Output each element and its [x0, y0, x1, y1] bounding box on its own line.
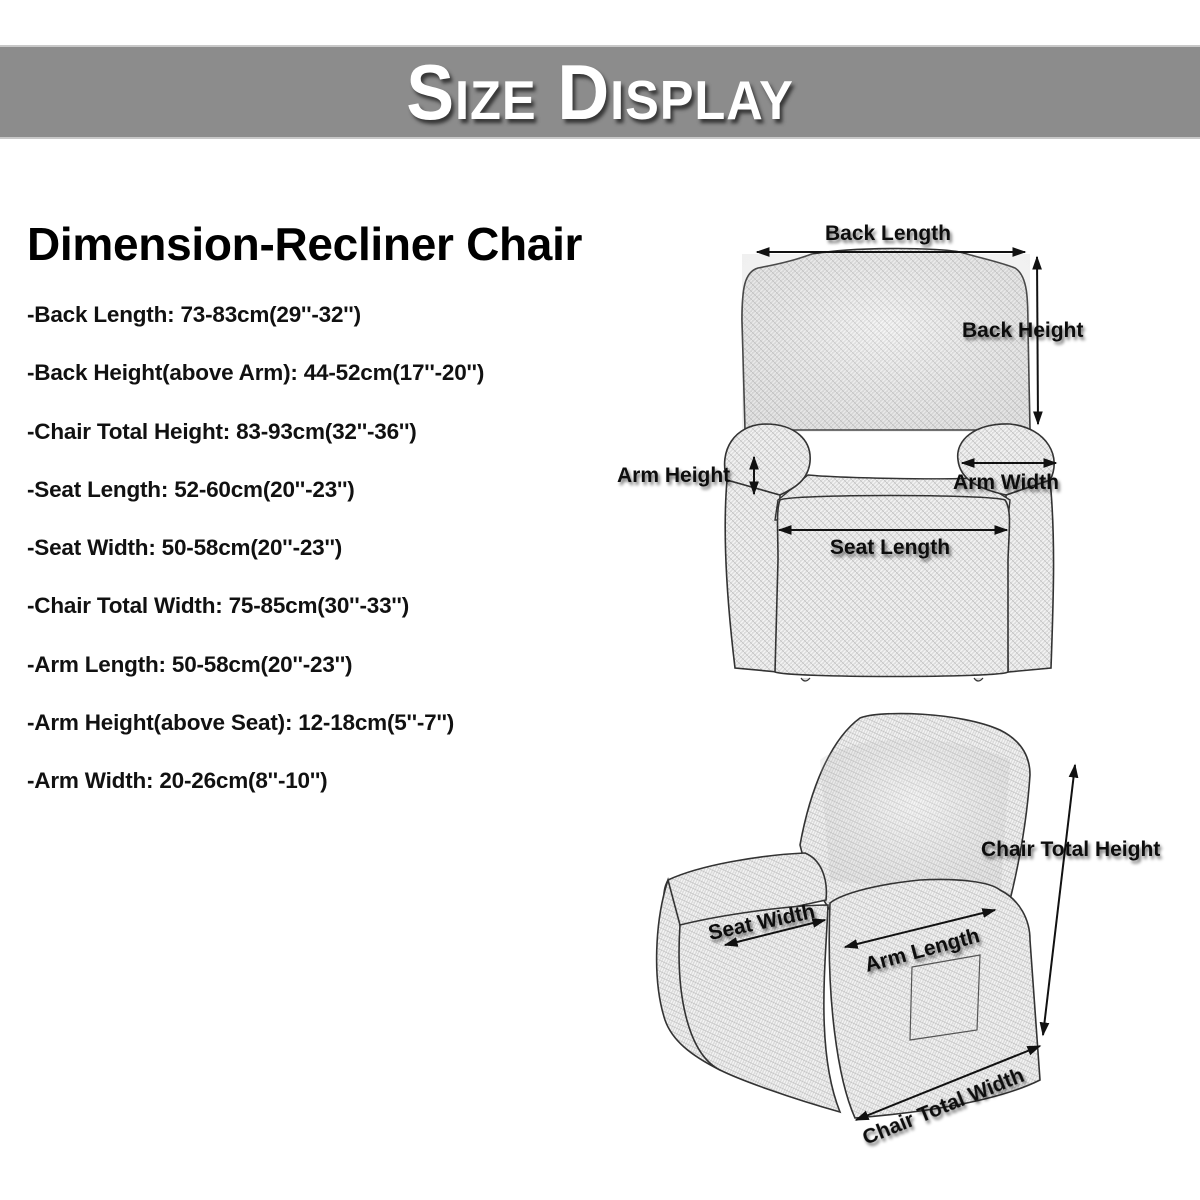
- front-dimension-arrows: [749, 247, 1058, 535]
- angled-view-chair: [655, 712, 1041, 1119]
- chair-total-height-arrow: [1039, 763, 1079, 1037]
- spec-arm-width: -Arm Width: 20-26cm(8''-10''): [27, 768, 328, 794]
- title-banner: Size Display: [0, 45, 1200, 139]
- spec-back-height: -Back Height(above Arm): 44-52cm(17''-20…: [27, 360, 485, 386]
- front-view-chair: [723, 247, 1055, 682]
- front-left-arm: [723, 423, 811, 496]
- spec-arm-height: -Arm Height(above Seat): 12-18cm(5''-7''…: [27, 710, 455, 736]
- front-right-side-panel: [1005, 478, 1055, 673]
- label-arm-width: Arm Width: [953, 471, 1059, 494]
- angled-dimension-arrows: [723, 763, 1079, 1121]
- label-seat-length: Seat Length: [830, 536, 950, 559]
- spec-chair-total-height: -Chair Total Height: 83-93cm(32''-36''): [27, 418, 417, 444]
- side-pocket: [909, 954, 981, 1041]
- label-chair-total-height: Chair Total Height: [981, 838, 1160, 861]
- dimension-list: -Back Length: 73-83cm(29''-32'') -Back H…: [27, 300, 484, 825]
- front-footrest-panel: [774, 494, 1011, 678]
- banner-title: Size Display: [406, 48, 794, 136]
- label-arm-height: Arm Height: [617, 464, 730, 487]
- chair-total-width-arrow: [854, 1045, 1042, 1121]
- seat-width-arrow: [723, 918, 827, 947]
- back-height-arrow: [1032, 255, 1043, 426]
- spec-arm-length: -Arm Length: 50-58cm(20''-23''): [27, 651, 353, 677]
- angled-seat-front: [678, 904, 842, 1114]
- front-left-side-panel: [724, 478, 781, 673]
- spec-seat-width: -Seat Width: 50-58cm(20''-23''): [27, 535, 343, 561]
- arm-length-arrow: [843, 908, 997, 949]
- spec-chair-total-width: -Chair Total Width: 75-85cm(30''-33''): [27, 593, 409, 619]
- spec-seat-length: -Seat Length: 52-60cm(20''-23''): [27, 476, 355, 502]
- dimension-heading: Dimension-Recliner Chair: [27, 218, 583, 270]
- spec-back-length: -Back Length: 73-83cm(29''-32''): [27, 302, 361, 327]
- label-back-height: Back Height: [962, 319, 1083, 342]
- label-back-length: Back Length: [825, 222, 951, 245]
